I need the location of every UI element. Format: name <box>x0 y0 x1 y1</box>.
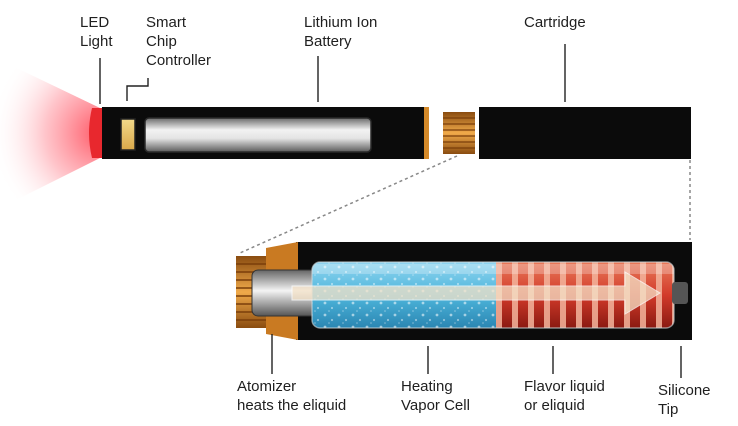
led-glow <box>0 60 100 208</box>
label-silicone-tip: Silicone Tip <box>658 382 711 418</box>
zoom-lines <box>239 155 691 254</box>
led-tip <box>89 108 104 158</box>
battery-brass-ring <box>424 107 429 159</box>
label-cartridge: Cartridge <box>524 14 586 31</box>
threaded-connector <box>443 112 475 154</box>
label-flavor-liquid: Flavor liquid or eliquid <box>524 378 605 414</box>
battery-section <box>102 107 429 159</box>
label-smart-chip-controller: Smart Chip Controller <box>146 14 212 69</box>
cartridge-enlarged <box>236 242 692 340</box>
silicone-tip-piece <box>672 282 688 304</box>
smart-chip <box>120 118 136 151</box>
vapor-flow-arrow <box>291 271 661 315</box>
leader-lines <box>99 44 682 378</box>
led-light-group <box>0 60 104 208</box>
label-led-light: LED Light <box>80 14 113 50</box>
lithium-ion-cell <box>144 117 372 153</box>
label-heating-vapor-cell: Heating Vapor Cell <box>401 378 470 414</box>
label-atomizer: Atomizer heats the eliquid <box>237 378 347 414</box>
label-lithium-ion-battery: Lithium Ion Battery <box>304 14 378 50</box>
cartridge-body <box>479 107 691 159</box>
